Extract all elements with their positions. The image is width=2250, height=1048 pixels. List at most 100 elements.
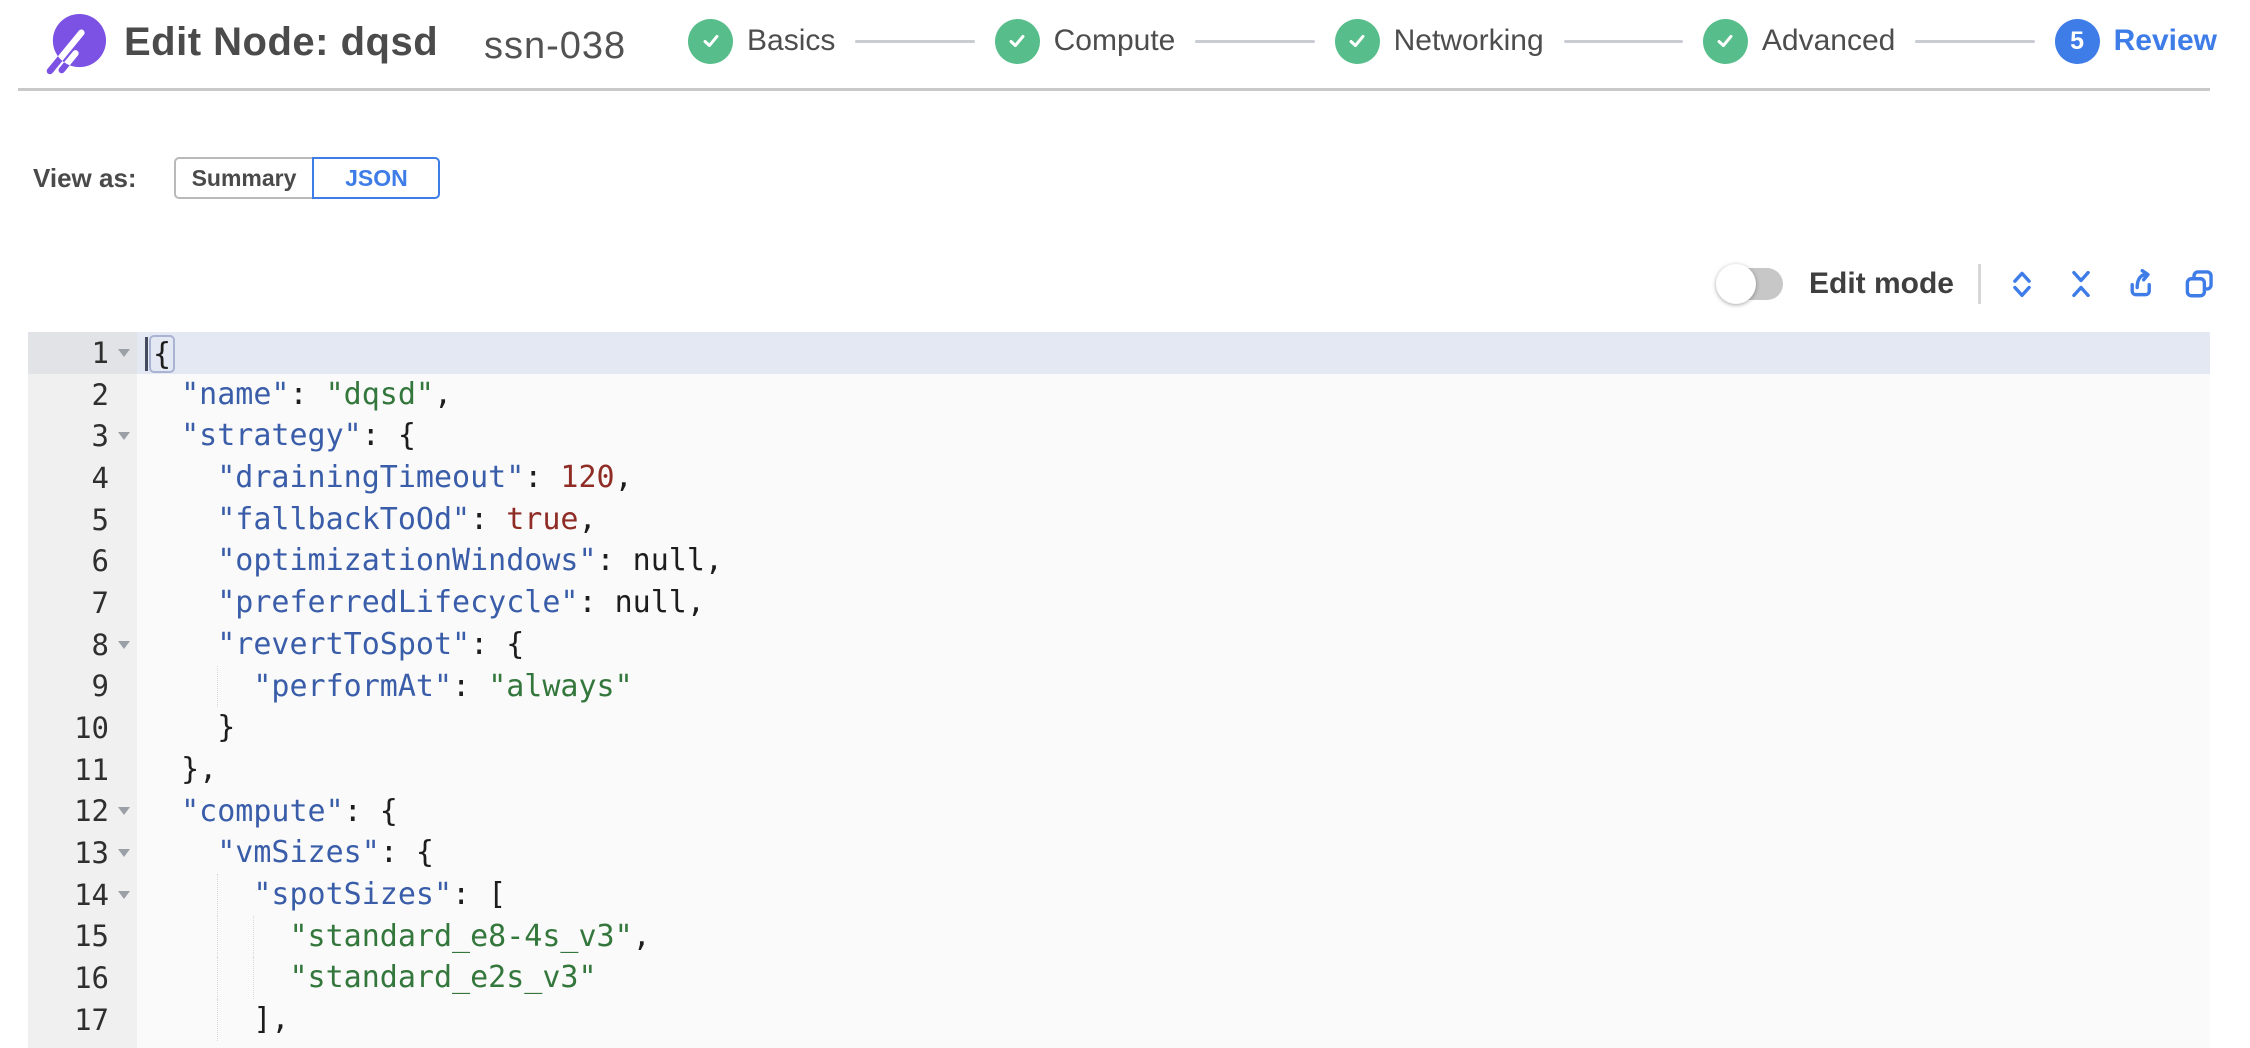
fold-toggle-icon[interactable] <box>113 791 135 833</box>
fold-toggle-icon[interactable] <box>113 832 135 874</box>
fold-toggle-icon[interactable] <box>113 874 135 916</box>
fold-toggle-icon[interactable] <box>113 332 135 374</box>
header-divider <box>18 88 2210 91</box>
gutter-row: 11 <box>28 749 137 791</box>
line-number: 9 <box>91 669 109 704</box>
code-line[interactable]: "drainingTimeout": 120, <box>137 457 2210 499</box>
fold-triangle <box>118 849 130 858</box>
node-id: ssn-038 <box>484 25 627 67</box>
fold-triangle <box>118 348 130 357</box>
fold-spacer <box>113 582 135 624</box>
code-line[interactable]: "compute": { <box>137 791 2210 833</box>
gutter-row: 17 <box>28 999 137 1041</box>
line-number: 5 <box>91 502 109 537</box>
step-check-icon <box>688 18 733 64</box>
code-line[interactable]: "revertToSpot": { <box>137 624 2210 666</box>
gutter-row: 6 <box>28 540 137 582</box>
view-as-label: View as: <box>33 162 137 193</box>
step-label: Networking <box>1393 24 1544 57</box>
gutter-row: 16 <box>28 957 137 999</box>
code-token: , <box>434 376 453 412</box>
code-line[interactable]: "standard_e8-4s_v3", <box>137 915 2210 958</box>
code-line[interactable]: "name": "dqsd", <box>137 374 2210 416</box>
step-label: Compute <box>1053 24 1176 57</box>
view-as-summary[interactable]: Summary <box>173 157 313 199</box>
step-check-icon <box>1334 18 1380 64</box>
code-token: , <box>614 460 633 496</box>
gutter-row: 4 <box>28 457 137 499</box>
code-token: "fallbackToOd" <box>217 501 471 537</box>
expand-rows-icon[interactable] <box>2005 267 2039 301</box>
code-line[interactable]: } <box>137 707 2210 749</box>
code-line[interactable]: "strategy": { <box>137 415 2210 457</box>
code-token: "standard_e2s_v3" <box>289 960 597 996</box>
step-compute[interactable]: Compute <box>994 18 1176 64</box>
code-token: : <box>470 501 507 537</box>
step-networking[interactable]: Networking <box>1334 18 1544 64</box>
code-token: , <box>704 543 723 579</box>
line-number: 13 <box>74 836 109 871</box>
step-connector <box>1195 39 1315 43</box>
indent-guide <box>217 915 219 958</box>
step-number-badge: 5 <box>2054 18 2100 64</box>
fold-toggle-icon[interactable] <box>113 415 135 457</box>
gutter-row: 1 <box>28 332 137 374</box>
indent-guide <box>217 999 219 1041</box>
gutter-row: 7 <box>28 582 137 624</box>
gutter-row: 2 <box>28 374 137 416</box>
code-token: "spotSizes" <box>253 876 453 912</box>
step-advanced[interactable]: Advanced <box>1702 18 1895 64</box>
step-basics[interactable]: Basics <box>688 18 836 64</box>
view-as-json[interactable]: JSON <box>312 157 441 199</box>
code-line[interactable]: "spotSizes": [ <box>137 873 2210 916</box>
toolbar-divider <box>1978 264 1981 304</box>
fold-spacer <box>113 540 135 582</box>
fold-spacer <box>113 374 135 416</box>
code-token: "optimizationWindows" <box>217 543 597 579</box>
code-line[interactable]: ], <box>137 999 2210 1041</box>
indent-guide <box>253 957 255 999</box>
code-token: : <box>578 585 615 621</box>
edit-mode-toggle[interactable] <box>1715 264 1783 304</box>
code-token: : { <box>379 835 434 871</box>
fold-toggle-icon[interactable] <box>113 624 135 666</box>
collapse-rows-icon[interactable] <box>2064 267 2098 301</box>
code-line[interactable]: "standard_e2s_v3" <box>137 957 2210 999</box>
line-number: 16 <box>74 961 109 996</box>
editor-code[interactable]: { "name": "dqsd", "strategy": { "drainin… <box>137 332 2210 1048</box>
line-number: 12 <box>74 794 109 829</box>
line-number: 3 <box>91 419 109 454</box>
line-number: 17 <box>74 1002 109 1037</box>
export-icon[interactable] <box>2123 267 2157 301</box>
code-token: "vmSizes" <box>217 835 380 871</box>
code-token: "always" <box>488 668 633 704</box>
code-token: : <box>596 543 633 579</box>
code-token: "performAt" <box>253 668 453 704</box>
step-label: Basics <box>747 24 836 57</box>
code-line[interactable]: "vmSizes": { <box>137 832 2210 874</box>
line-number: 2 <box>91 377 109 412</box>
code-token: "drainingTimeout" <box>217 460 525 496</box>
line-number: 10 <box>74 711 109 746</box>
gutter-row: 13 <box>28 832 137 874</box>
code-line[interactable]: "fallbackToOd": true, <box>137 499 2210 541</box>
gutter-row: 12 <box>28 791 137 833</box>
code-token: "dqsd" <box>325 376 434 412</box>
line-number: 11 <box>74 752 109 787</box>
code-line[interactable]: { <box>137 332 2210 374</box>
gutter-row: 9 <box>28 666 137 708</box>
copy-icon[interactable] <box>2182 267 2216 301</box>
code-token: : { <box>361 418 416 454</box>
gutter-row: 15 <box>28 916 137 958</box>
code-line[interactable]: "preferredLifecycle": null, <box>137 582 2210 624</box>
code-token: { <box>153 336 172 372</box>
code-line[interactable]: }, <box>137 749 2210 791</box>
indent-guide <box>253 915 255 958</box>
code-line[interactable]: "optimizationWindows": null, <box>137 540 2210 582</box>
code-token: } <box>217 710 236 746</box>
code-line[interactable]: "performAt": "always" <box>137 665 2210 708</box>
code-token: , <box>686 585 705 621</box>
